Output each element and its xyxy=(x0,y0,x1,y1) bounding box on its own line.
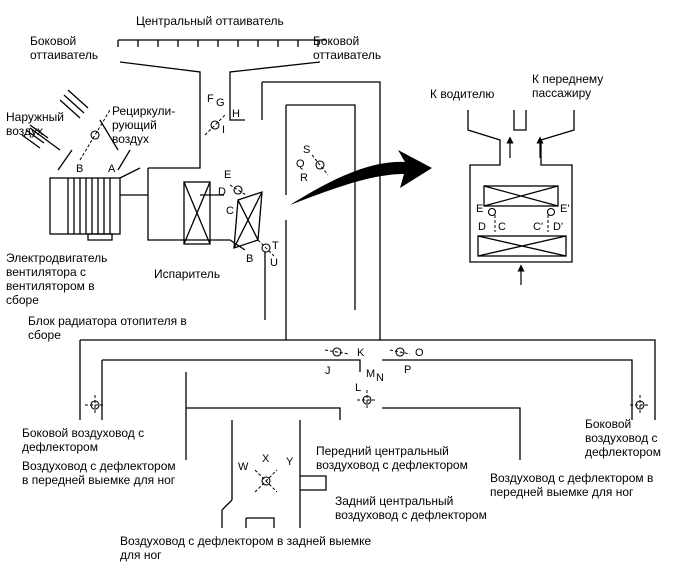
letter-q: Q xyxy=(296,158,305,170)
letter-c: C xyxy=(226,205,234,217)
label-to-driver: К водителю xyxy=(430,87,494,101)
letter-p: P xyxy=(404,364,411,376)
letter-d-inset-right: D' xyxy=(553,221,563,233)
big-arrow-icon xyxy=(290,150,432,205)
letter-d-inset-left: D xyxy=(478,221,486,233)
damper-letters: B A F G H I E D C B T U S Q R K J O P M … xyxy=(76,93,569,473)
letter-f: F xyxy=(207,93,214,105)
letter-n: N xyxy=(376,372,384,384)
letter-b-heater: B xyxy=(246,253,253,265)
label-central-defroster: Центральный оттаиватель xyxy=(136,14,284,28)
letter-j: J xyxy=(325,365,331,377)
letter-b-intake: B xyxy=(76,163,83,175)
letter-c-inset-right: C' xyxy=(533,221,543,233)
letter-l: L xyxy=(355,382,361,394)
letter-g: G xyxy=(216,97,225,109)
letter-o: O xyxy=(415,347,424,359)
letter-x: X xyxy=(262,453,270,465)
duct-lines xyxy=(21,39,656,528)
letter-i: I xyxy=(222,124,225,136)
flow-arrows xyxy=(506,136,544,285)
letter-y: Y xyxy=(286,456,294,468)
letter-a: A xyxy=(108,163,116,175)
letter-t: T xyxy=(272,240,279,252)
letter-w: W xyxy=(238,461,249,473)
letter-c-inset-left: C xyxy=(498,221,506,233)
letter-m: M xyxy=(366,368,375,380)
damper-arms xyxy=(79,109,650,493)
letter-u: U xyxy=(270,257,278,269)
label-rear-foot-duct: Воздуховод с дефлектором в задней выемке… xyxy=(120,534,371,562)
letter-e: E xyxy=(224,169,231,181)
letter-d: D xyxy=(218,186,226,198)
letter-e-inset-right: E' xyxy=(560,203,569,215)
letter-e-inset-left: E xyxy=(476,203,483,215)
letter-k: K xyxy=(357,347,365,359)
letter-s: S xyxy=(303,144,310,156)
label-evaporator: Испаритель xyxy=(154,267,220,281)
letter-r: R xyxy=(300,172,308,184)
letter-h: H xyxy=(232,108,240,120)
